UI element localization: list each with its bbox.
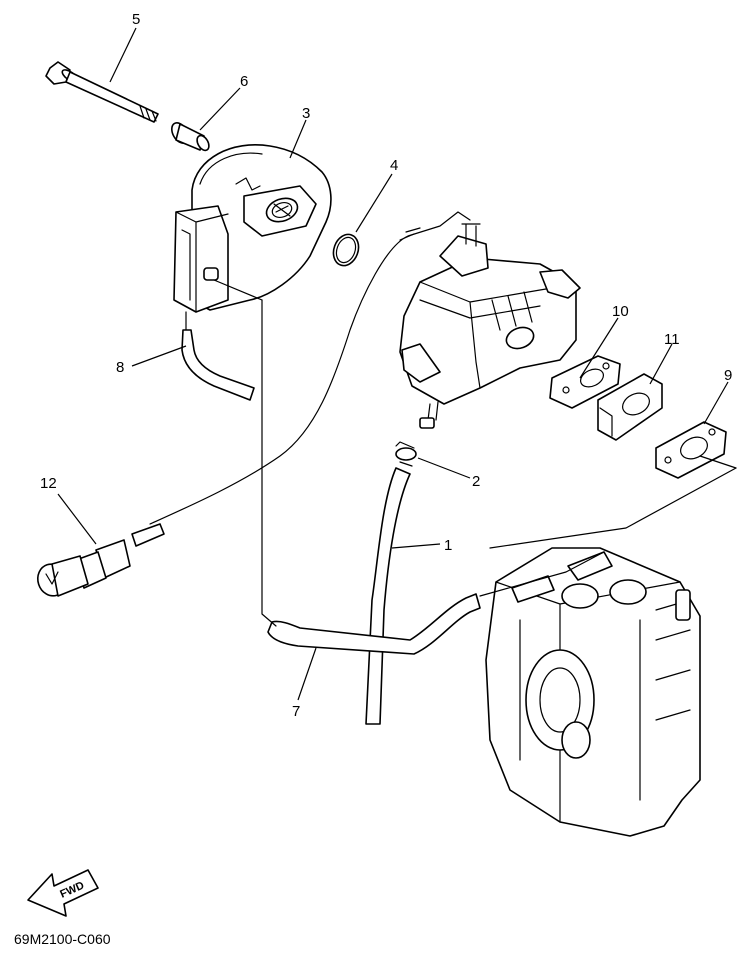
- callout-12: 12: [40, 475, 57, 492]
- fwd-arrow-icon: FWD: [27, 869, 99, 917]
- part-4-o-ring: [332, 233, 360, 267]
- part-8-drain-hose: [181, 311, 255, 401]
- callout-1: 1: [444, 537, 452, 554]
- part-6-collar: [171, 122, 210, 152]
- callout-4: 4: [390, 157, 398, 174]
- part-9-gasket: [655, 421, 727, 479]
- callout-11: 11: [664, 331, 680, 348]
- assembly-reference-lines: [489, 455, 737, 549]
- part-5-bolt: [45, 61, 159, 123]
- callout-8: 8: [116, 359, 124, 376]
- carburetor-body: [399, 223, 581, 429]
- crankcase-block: [479, 547, 701, 837]
- callout-3: 3: [302, 105, 310, 122]
- callout-9: 9: [724, 367, 732, 384]
- part-12-choke-knob: [36, 211, 471, 597]
- diagram-code: 69M2100-C060: [14, 931, 111, 947]
- callout-2: 2: [472, 473, 480, 490]
- leader-lines: [57, 27, 729, 701]
- callout-6: 6: [240, 73, 248, 90]
- part-10-gasket: [549, 355, 621, 409]
- part-7-long-hose: [213, 279, 481, 655]
- callout-10: 10: [612, 303, 629, 320]
- part-3-silencer: [173, 144, 332, 313]
- callout-7: 7: [292, 703, 300, 720]
- callout-5: 5: [132, 11, 140, 28]
- part-11-insulator: [597, 373, 663, 441]
- part-1-fuel-hose: [365, 467, 411, 725]
- part-2-clip: [395, 441, 417, 467]
